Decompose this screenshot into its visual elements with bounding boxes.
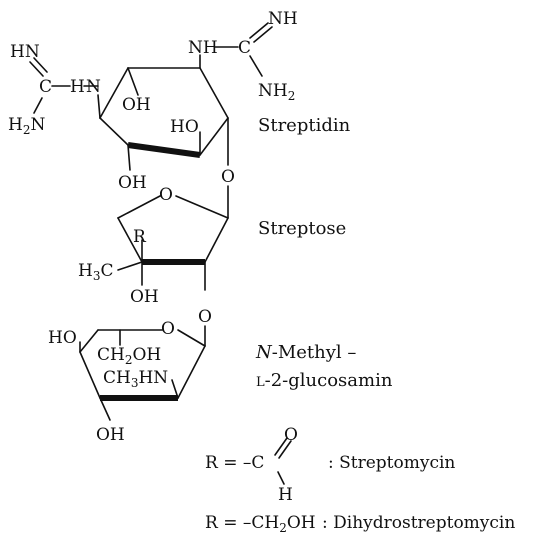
- r-group: R: [133, 227, 147, 247]
- h3c-atom: H3C: [78, 261, 113, 283]
- glucosamine-ring: [79, 329, 206, 421]
- r-equals-ch2oh: R = –CH2OH: [205, 513, 316, 535]
- legend-streptomycin: R = –C O H : Streptomycin: [205, 425, 455, 505]
- glucosamin-label: L-2-glucosamin: [256, 370, 393, 391]
- streptose-label: Streptose: [258, 218, 346, 239]
- oh-streptidin-bottom: OH: [118, 173, 147, 193]
- oh-streptose: OH: [130, 287, 159, 307]
- oh-streptidin-top: OH: [122, 95, 151, 115]
- ch3hn-group: CH3HN: [103, 368, 168, 390]
- h-aldehyde: H: [278, 485, 293, 505]
- n-left-atom: N: [86, 77, 101, 97]
- nh-imine-atom: NH: [268, 9, 298, 29]
- o-glycosidic-1: O: [221, 167, 235, 187]
- guanidino-left: HN C H N H2N: [8, 42, 101, 137]
- ho-streptidin: HO: [170, 117, 199, 137]
- streptose-ring: [117, 195, 229, 291]
- n-methyl-label: N-Methyl –: [255, 342, 356, 363]
- streptidin-ring: [97, 54, 229, 171]
- c-left-atom: C: [39, 77, 52, 97]
- h-left-atom: H: [70, 77, 85, 97]
- guanidino-right: NH C NH NH2: [188, 9, 298, 103]
- o-aldehyde: O: [284, 425, 298, 445]
- o-glucosamine-ring: O: [161, 319, 175, 339]
- ch2oh-group: CH2OH: [97, 345, 161, 367]
- c-atom: C: [238, 38, 251, 58]
- o-streptose-ring: O: [159, 185, 173, 205]
- h2n-atom: H2N: [8, 115, 45, 137]
- hn-imine-atom: HN: [10, 42, 40, 62]
- nh2-atom: NH2: [258, 81, 295, 103]
- dihydrostreptomycin-label: : Dihydrostreptomycin: [322, 513, 515, 533]
- nh-atom: NH: [188, 38, 218, 58]
- legend-dihydrostreptomycin: R = –CH2OH : Dihydrostreptomycin: [205, 513, 515, 535]
- streptomycin-label: : Streptomycin: [328, 453, 455, 473]
- r-equals-cho: R = –C: [205, 453, 264, 473]
- oh-glucosamine-bottom: OH: [96, 425, 125, 445]
- ho-glucosamine: HO: [48, 328, 77, 348]
- streptidin-label: Streptidin: [258, 115, 351, 136]
- o-glycosidic-2: O: [198, 307, 212, 327]
